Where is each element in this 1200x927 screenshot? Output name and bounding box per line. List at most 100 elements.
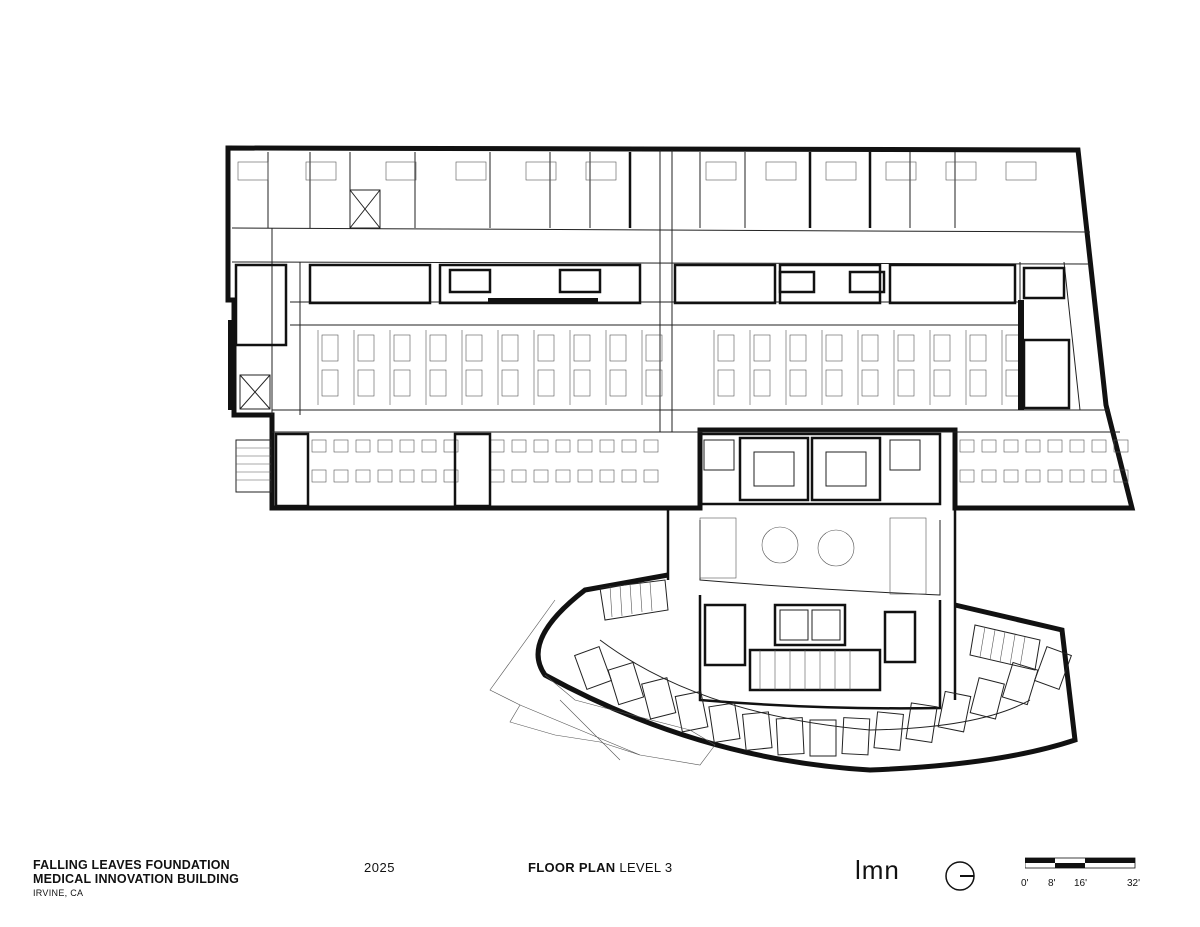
- small-room: [453, 432, 492, 508]
- east-support-rooms: [1018, 266, 1071, 410]
- workstation: [969, 369, 987, 397]
- ring-office: [937, 690, 972, 733]
- terrace-diagonal-lines: [519, 699, 641, 761]
- office-desk: [765, 161, 797, 181]
- project-name-line2: MEDICAL INNOVATION BUILDING: [33, 872, 240, 886]
- workstation: [501, 369, 519, 397]
- workstation: [573, 369, 591, 397]
- restroom-core: [703, 603, 917, 692]
- workstation: [429, 334, 447, 362]
- south-wing-outer-wall: [535, 572, 1078, 773]
- desk: [959, 439, 975, 453]
- workstation: [357, 334, 375, 362]
- office-desk: [385, 161, 417, 181]
- workstation: [861, 334, 879, 362]
- desk: [1069, 469, 1085, 483]
- workstation: [465, 369, 483, 397]
- desk: [421, 469, 437, 483]
- workstation: [393, 334, 411, 362]
- desk: [643, 439, 659, 453]
- office-desk: [1005, 161, 1037, 181]
- scale-label-0: 0': [1021, 878, 1029, 889]
- desk: [333, 439, 349, 453]
- west-stair-and-elevator: [228, 189, 381, 493]
- ring-office: [708, 702, 741, 744]
- west-corridor: [271, 228, 301, 415]
- south-wing-inner-wall: [698, 595, 942, 710]
- desk: [1047, 469, 1063, 483]
- desk: [443, 439, 459, 453]
- desk: [1069, 439, 1085, 453]
- workstation: [789, 334, 807, 362]
- desk: [643, 469, 659, 483]
- sheet-title-level: LEVEL 3: [619, 860, 673, 875]
- workstation: [969, 334, 987, 362]
- project-location: IRVINE, CA: [33, 888, 84, 898]
- south-corridor: [272, 409, 1120, 433]
- scale-label-8: 8': [1048, 878, 1056, 889]
- desk: [421, 439, 437, 453]
- workstation: [321, 369, 339, 397]
- desk: [355, 439, 371, 453]
- workstation: [357, 369, 375, 397]
- desk: [555, 439, 571, 453]
- ring-office: [607, 661, 645, 706]
- workstation: [825, 369, 843, 397]
- desk: [377, 439, 393, 453]
- desk: [355, 469, 371, 483]
- desk: [533, 439, 549, 453]
- workstation: [717, 369, 735, 397]
- workstation: [573, 334, 591, 362]
- north-office-row: [237, 152, 1037, 228]
- workstation: [789, 369, 807, 397]
- center-corridor: [659, 150, 673, 432]
- desk: [599, 439, 615, 453]
- north-arrow-icon: [945, 861, 975, 891]
- open-office-bays: [317, 330, 1023, 405]
- office-desk: [885, 161, 917, 181]
- workstation: [825, 334, 843, 362]
- workstation: [753, 369, 771, 397]
- core-support-rooms: [308, 263, 1017, 305]
- workstation: [321, 334, 339, 362]
- office-desk: [945, 161, 977, 181]
- ring-office: [742, 711, 773, 751]
- desk: [1003, 439, 1019, 453]
- project-name-line1: FALLING LEAVES FOUNDATION: [33, 858, 230, 872]
- office-desk: [455, 161, 487, 181]
- ring-office: [905, 702, 938, 744]
- workstation: [465, 334, 483, 362]
- desk: [1113, 469, 1129, 483]
- desk: [399, 439, 415, 453]
- workstation: [537, 369, 555, 397]
- workstation: [933, 369, 951, 397]
- desk: [577, 439, 593, 453]
- central-connector-walls: [666, 508, 957, 700]
- east-corridor: [1019, 261, 1081, 411]
- small-room: [274, 432, 310, 508]
- ring-office: [1033, 645, 1073, 691]
- ring-office: [809, 719, 837, 757]
- workstation: [501, 334, 519, 362]
- desk: [1091, 469, 1107, 483]
- workstation: [897, 369, 915, 397]
- scale-label-32: 32': [1127, 878, 1141, 889]
- workstation: [897, 334, 915, 362]
- desk: [959, 469, 975, 483]
- desk: [1113, 439, 1129, 453]
- workstation: [645, 334, 663, 362]
- desk: [981, 439, 997, 453]
- firm-logo: lmn: [855, 855, 900, 885]
- ring-office: [573, 645, 613, 691]
- workstation: [645, 369, 663, 397]
- ring-office: [969, 677, 1005, 720]
- north-wing-exterior-wall: [225, 145, 1136, 511]
- conference-rooms: [698, 432, 942, 506]
- workstation: [393, 369, 411, 397]
- south-workstations: [274, 432, 1129, 508]
- desk: [377, 469, 393, 483]
- workstation: [753, 334, 771, 362]
- desk: [311, 439, 327, 453]
- desk: [577, 469, 593, 483]
